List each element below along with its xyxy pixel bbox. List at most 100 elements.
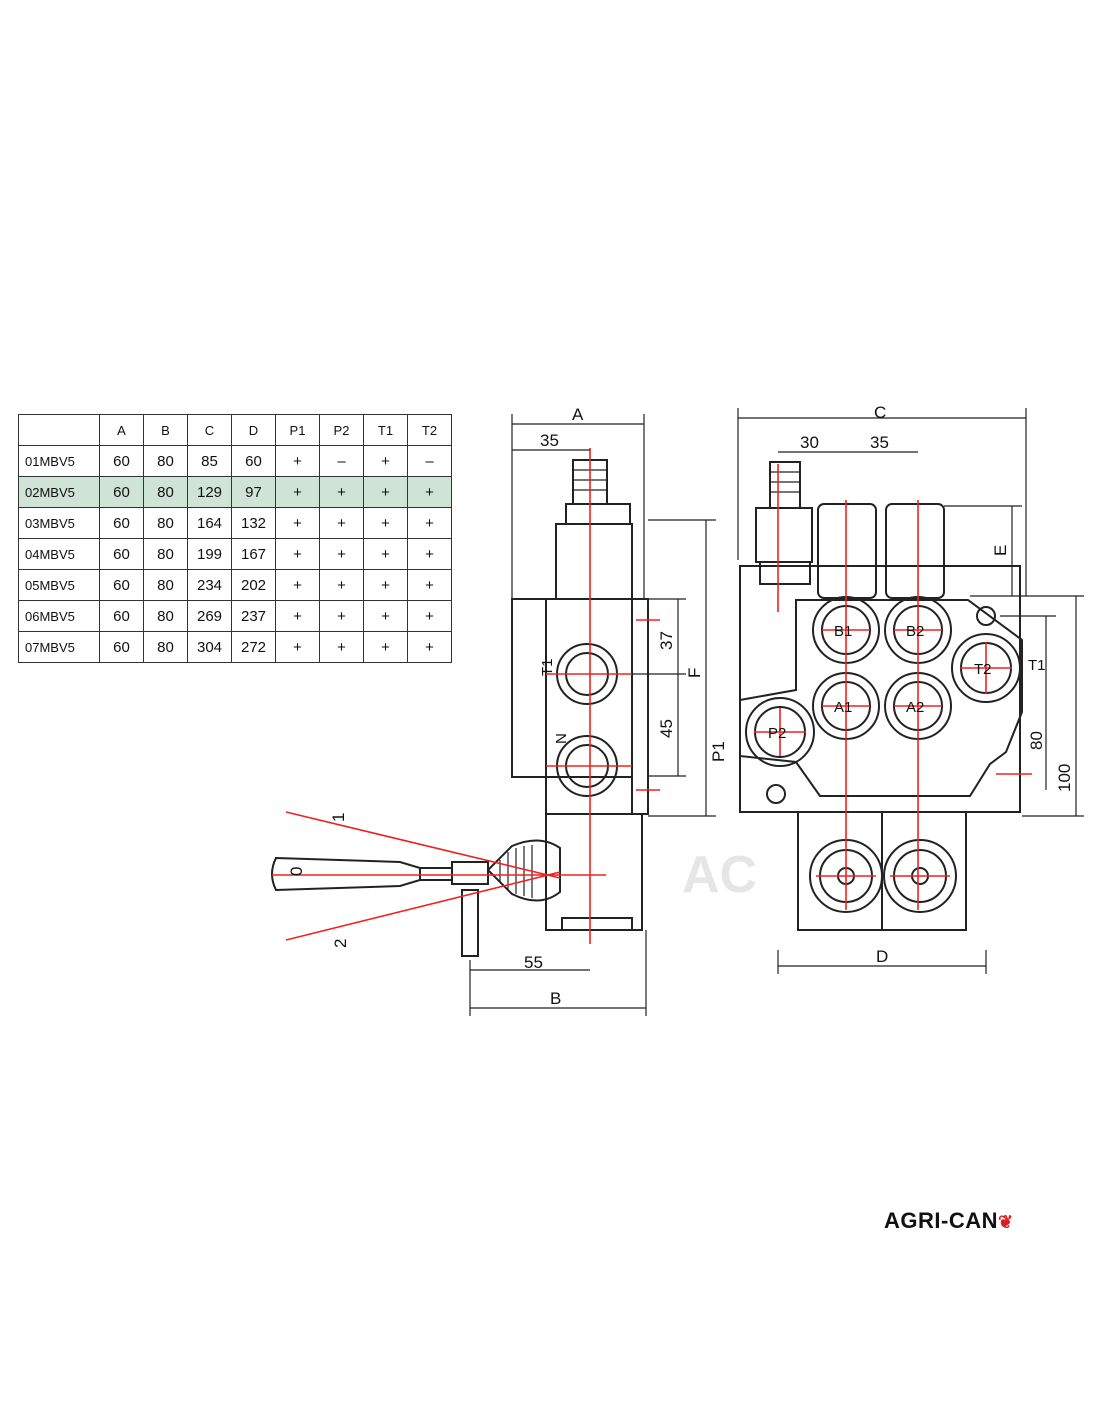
table-header-d: D <box>231 414 276 446</box>
cell-c: 85 <box>187 445 232 477</box>
front-port-t2-label: T2 <box>974 661 992 678</box>
front-port-b1-label: B1 <box>834 623 852 640</box>
side-port-t1-label: T1 <box>539 658 556 676</box>
side-lever-pin <box>461 889 479 957</box>
front-dim-35: 35 <box>870 433 889 452</box>
cell-t1: + <box>363 569 408 601</box>
front-view: C 30 35 E 80 100 D B1 B2 A1 A2 P2 T2 T1 <box>737 403 1084 974</box>
model-cell: 07MBV5 <box>18 631 100 663</box>
side-dim-a: A <box>572 405 584 424</box>
logo-text: AGRI-CAN <box>884 1208 998 1233</box>
side-position-2: 2 <box>331 939 350 948</box>
cell-c: 199 <box>187 538 232 570</box>
front-dim-c: C <box>874 403 886 422</box>
front-dim-d: D <box>876 947 888 966</box>
front-port-t1-label: T1 <box>1028 657 1046 674</box>
model-cell: 02MBV5 <box>18 476 100 508</box>
table-header-p1: P1 <box>275 414 320 446</box>
front-port-p2-label: P2 <box>768 725 786 742</box>
cell-c: 304 <box>187 631 232 663</box>
cell-p1: + <box>275 600 320 632</box>
front-lever-boss-2-outer <box>883 839 957 913</box>
cell-t1: + <box>363 445 408 477</box>
front-port-a1-label: A1 <box>834 699 852 716</box>
side-handle-marker: 0 <box>287 867 306 876</box>
front-mount-hole-top <box>976 606 996 626</box>
table-header-t2: T2 <box>407 414 452 446</box>
cell-p2: + <box>319 476 364 508</box>
front-section-cap-2 <box>885 503 945 599</box>
cell-c: 129 <box>187 476 232 508</box>
cell-t1: + <box>363 476 408 508</box>
front-dim-100: 100 <box>1055 764 1074 792</box>
cell-d: 237 <box>231 600 276 632</box>
front-valve-body <box>739 599 1023 797</box>
side-port-p1-label: P1 <box>709 741 728 762</box>
cell-p2: + <box>319 538 364 570</box>
model-cell: 05MBV5 <box>18 569 100 601</box>
cell-t1: + <box>363 631 408 663</box>
front-section-cap-1 <box>817 503 877 599</box>
cell-t2: + <box>407 538 452 570</box>
side-flange <box>631 598 649 815</box>
table-header-b: B <box>143 414 188 446</box>
front-spool-cap <box>769 461 801 509</box>
side-view: A 35 37 45 F P1 55 B T1 N 0 1 2 <box>271 405 728 1016</box>
cell-b: 80 <box>143 631 188 663</box>
front-port-t2-outer <box>951 633 1021 703</box>
side-position-1: 1 <box>329 813 348 822</box>
side-dim-37: 37 <box>657 631 676 650</box>
cell-t1: + <box>363 600 408 632</box>
cell-d: 97 <box>231 476 276 508</box>
side-rubber-boot <box>486 839 561 902</box>
front-dim-e: E <box>991 545 1010 556</box>
cell-d: 272 <box>231 631 276 663</box>
side-lever-base <box>561 917 633 931</box>
side-dim-f: F <box>685 668 704 678</box>
cell-a: 60 <box>99 445 144 477</box>
side-dim-b: B <box>550 989 561 1008</box>
side-dim-55: 55 <box>524 953 543 972</box>
front-spool-housing <box>755 507 813 563</box>
cell-a: 60 <box>99 569 144 601</box>
front-port-p2-outer <box>745 697 815 767</box>
side-lever-rod <box>419 867 453 881</box>
front-spool-base <box>759 561 811 585</box>
cell-d: 60 <box>231 445 276 477</box>
front-mount-hole-bottom <box>766 784 786 804</box>
cell-a: 60 <box>99 538 144 570</box>
cell-p2: + <box>319 507 364 539</box>
cell-t1: + <box>363 507 408 539</box>
side-valve-core <box>545 598 633 815</box>
table-header-c: C <box>187 414 232 446</box>
cell-t2: + <box>407 476 452 508</box>
front-port-a2-label: A2 <box>906 699 924 716</box>
front-dim-30: 30 <box>800 433 819 452</box>
side-handle-grip <box>271 856 421 892</box>
cell-t2: + <box>407 631 452 663</box>
side-port-n-label: N <box>553 733 570 744</box>
table-header-p2: P2 <box>319 414 364 446</box>
side-dim-35: 35 <box>540 431 559 450</box>
side-spool-housing <box>555 523 633 600</box>
maple-leaf-icon: ❦ <box>998 1212 1014 1232</box>
cell-t2: + <box>407 507 452 539</box>
front-dim-80: 80 <box>1027 731 1046 750</box>
front-valve-outline <box>739 565 1021 813</box>
cell-a: 60 <box>99 600 144 632</box>
cell-p1: + <box>275 631 320 663</box>
side-spool-nut <box>565 503 631 525</box>
model-cell: 03MBV5 <box>18 507 100 539</box>
cell-p2: – <box>319 445 364 477</box>
watermark-logo: AC <box>682 846 757 904</box>
